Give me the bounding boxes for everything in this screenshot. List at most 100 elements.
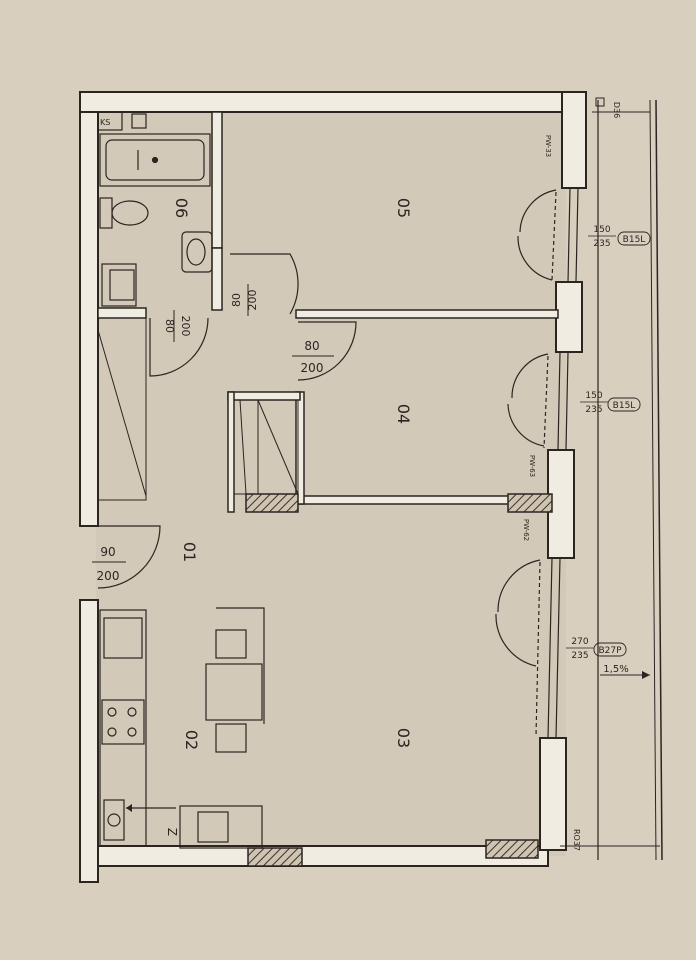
door-bath-height: 200 [179, 316, 192, 337]
window-3-code: B27P [598, 646, 622, 656]
room-label-05: 05 [394, 198, 413, 218]
room-label-04: 04 [394, 404, 413, 424]
tag-d36: D36 [612, 102, 621, 118]
sash-3b [495, 613, 537, 667]
burner-3 [107, 727, 117, 737]
window-glass-2 [557, 351, 561, 451]
door-size-entrance: 90 200 [92, 545, 126, 583]
bathtub-inner [105, 139, 205, 181]
door-entrance-width: 90 [100, 545, 115, 559]
door-entrance-height: 200 [97, 569, 120, 583]
window-glass-3b [555, 557, 561, 739]
window-3-tag [593, 642, 627, 657]
tag-pw33: PW-33 [544, 135, 552, 157]
sash-3a [497, 559, 541, 613]
column-4 [485, 839, 539, 859]
door-05-height: 200 [246, 290, 259, 311]
door-05-width: 80 [230, 293, 243, 307]
window-label-2: 150 235 B15L [580, 391, 641, 415]
window-label-3: 270 235 B27P [566, 637, 627, 661]
structural-columns [245, 493, 553, 867]
door-size-bathroom: 80 200 [163, 310, 192, 342]
window-label-1: 150 235 B15L [588, 225, 651, 249]
slope-arrow-head [642, 671, 650, 679]
washbasin-bowl [186, 238, 206, 266]
window-1-code: B15L [623, 235, 646, 245]
column-2 [507, 493, 553, 513]
wardrobe-box [233, 399, 299, 495]
fridge [103, 617, 143, 659]
tag-pw62: PW-62 [522, 519, 530, 541]
bathroom-wall-right-upper [211, 111, 223, 249]
bathroom-fixtures [97, 111, 213, 307]
door-room05-swing [230, 253, 299, 315]
top-wall [79, 91, 569, 113]
tag-z: Z [165, 828, 179, 836]
door-size-room04: 80 200 [292, 339, 334, 375]
door-size-room05: 80 200 [230, 284, 259, 316]
labels: 06 05 04 01 02 03 80 200 80 200 80 200 9… [92, 102, 651, 851]
sash-2b [507, 403, 545, 447]
sash-2a [511, 353, 549, 399]
door-room04-swing [297, 321, 357, 381]
window-glass-2b [565, 351, 569, 451]
vent-box [131, 113, 147, 129]
room-label-03: 03 [394, 728, 413, 748]
right-wall-seg-1 [561, 91, 587, 189]
burner-1 [107, 707, 117, 717]
column-1 [245, 493, 299, 513]
chair-top [215, 629, 247, 659]
window-1-width: 150 [593, 225, 610, 235]
room-label-01: 01 [180, 542, 199, 562]
hall-closet-diagonal [97, 329, 147, 497]
window-1-tag [617, 231, 651, 246]
sash-1a [519, 189, 557, 233]
window-2-width: 150 [585, 391, 602, 401]
doors [97, 189, 557, 667]
wall-04-left [295, 391, 305, 505]
kitchen-fixtures [99, 609, 263, 849]
wardrobe-left-wall [227, 391, 235, 513]
burner-2 [127, 707, 137, 717]
kitchen-arrow-head [126, 804, 132, 812]
cooktop [101, 699, 145, 745]
wardrobe [233, 399, 299, 495]
window-sill-3 [535, 561, 541, 737]
island-sink [197, 811, 229, 843]
chair-bottom [215, 723, 247, 753]
door-04-width: 80 [304, 339, 319, 353]
burner-4 [127, 727, 137, 737]
bench [216, 607, 265, 724]
island-counter [179, 805, 263, 849]
window-2-height: 235 [585, 405, 602, 415]
apartment-floor [96, 96, 566, 856]
window-1-height: 235 [593, 239, 610, 249]
washing-machine-inner [109, 269, 135, 301]
wardrobe-diagonal [257, 399, 299, 495]
door-bathroom-swing [149, 317, 209, 377]
tag-ro37: RO37 [572, 829, 581, 851]
balcony [560, 97, 663, 861]
balcony-post-top [595, 97, 605, 107]
wardrobe-top-wall [227, 391, 301, 401]
left-wall-upper [79, 91, 99, 527]
right-wall-seg-4 [539, 737, 567, 851]
column-3 [247, 847, 303, 867]
balcony-railing-outer [655, 99, 663, 861]
sink-bowl [107, 813, 121, 827]
door-04-height: 200 [301, 361, 324, 375]
kitchen-counter [99, 609, 147, 847]
window-3-height: 235 [571, 651, 588, 661]
ks-box [97, 111, 123, 131]
window-glass-1b [575, 187, 579, 283]
window-glazing [535, 187, 579, 739]
bottom-wall [97, 845, 549, 867]
wall-04-03 [297, 495, 513, 505]
toilet-bowl [111, 200, 149, 226]
door-bath-width: 80 [163, 319, 176, 333]
hall-closet [97, 317, 147, 501]
bathtub-drain [151, 156, 159, 164]
bathtub [99, 133, 211, 187]
sink [103, 799, 125, 841]
